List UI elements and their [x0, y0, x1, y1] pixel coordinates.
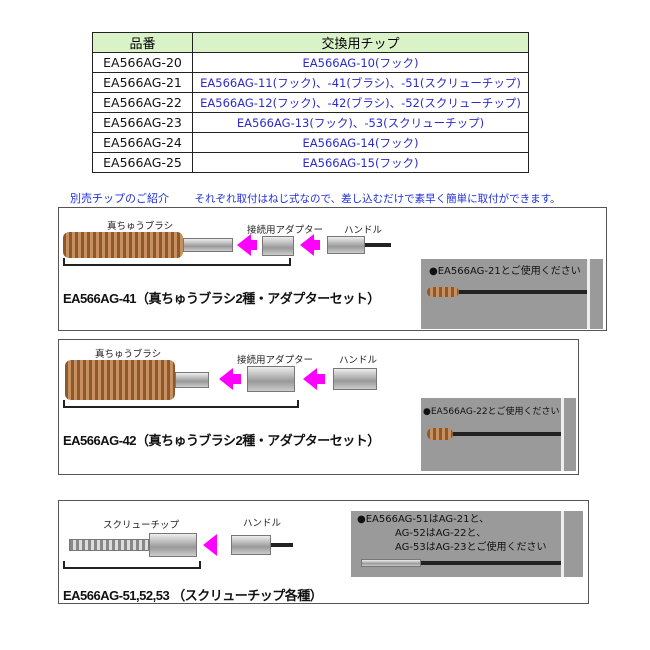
brush-set-41-panel: 真ちゅうブラシ 接続用アダプター ハンドル EA566AG-41（真ちゅうブラシ…	[58, 207, 607, 331]
intro-text: それぞれ取付はねじ式なので、差し込むだけで素早く簡単に取付ができます。	[194, 193, 561, 205]
bracket	[63, 400, 299, 408]
adapter-image	[262, 236, 294, 256]
bracket	[63, 258, 291, 266]
brass-brush-image	[63, 232, 183, 258]
usage-note-line-1: ●EA566AG-51はAG-21と、	[357, 514, 490, 525]
pink-arrow-icon	[237, 234, 251, 256]
header-replacement-tip: 交換用チップ	[192, 32, 529, 53]
part-number: EA566AG-23	[92, 112, 193, 133]
replacement-tips: EA566AG-12(フック)、-42(ブラシ)、-52(スクリューチップ)	[192, 92, 529, 113]
part-number: EA566AG-21	[92, 72, 193, 93]
model-name: EA566AG-42（真ちゅうブラシ2種・アダプターセット）	[63, 433, 380, 448]
model-name: EA566AG-41（真ちゅうブラシ2種・アダプターセット）	[63, 291, 380, 306]
brush-label: 真ちゅうブラシ	[107, 221, 174, 232]
cable-image	[459, 290, 589, 294]
brush-image	[427, 428, 453, 440]
usage-note-line-3: AG-53はAG-23とご使用ください	[395, 542, 547, 553]
pink-arrow-bar	[315, 374, 325, 384]
screw-tip-label: スクリューチップ	[103, 520, 180, 531]
usage-note-line-2: AG-52はAG-22と、	[395, 528, 487, 539]
brush-shaft-image	[175, 372, 209, 388]
pink-arrow-icon	[303, 368, 317, 390]
replacement-tips: EA566AG-11(フック)、-41(ブラシ)、-51(スクリューチップ)	[192, 72, 529, 93]
part-number: EA566AG-25	[92, 152, 193, 173]
pink-arrow-icon	[203, 534, 217, 556]
usage-photo: ●EA566AG-21とご使用ください	[421, 259, 603, 329]
replacement-tips: EA566AG-14(フック)	[192, 132, 529, 153]
pink-arrow-bar	[312, 240, 320, 250]
usage-photo: ●EA566AG-51はAG-21と、 AG-52はAG-22と、 AG-53は…	[351, 511, 583, 577]
t-handle-image	[561, 511, 564, 577]
brush-shaft-image	[183, 238, 233, 252]
adapter-label: 接続用アダプター	[237, 355, 314, 366]
usage-note: ●EA566AG-22とご使用ください	[423, 407, 560, 417]
intro: 別売チップのご紹介 それぞれ取付はねじ式なので、差し込むだけで素早く簡単に取付が…	[70, 190, 561, 206]
t-handle-image	[587, 259, 590, 329]
handle-cable-image	[271, 543, 293, 547]
replacement-tips: EA566AG-10(フック)	[192, 52, 529, 73]
screw-tip-panel: スクリューチップ ハンドル EA566AG-51,52,53 （スクリューチップ…	[58, 500, 589, 604]
adapter-label: 接続用アダプター	[247, 225, 324, 236]
handle-end-image	[327, 236, 365, 254]
handle-end-image	[231, 535, 271, 555]
screw-tip-image	[361, 559, 421, 567]
part-number: EA566AG-24	[92, 132, 193, 153]
brush-label: 真ちゅうブラシ	[95, 349, 162, 360]
model-name: EA566AG-51,52,53 （スクリューチップ各種）	[63, 588, 323, 603]
intro-title: 別売チップのご紹介	[70, 192, 169, 205]
brush-set-42-panel: 真ちゅうブラシ 接続用アダプター ハンドル EA566AG-42（真ちゅうブラシ…	[58, 339, 579, 475]
brass-brush-image	[65, 360, 175, 400]
t-handle-image	[561, 398, 564, 471]
part-number: EA566AG-22	[92, 92, 193, 113]
screw-tip-body-image	[149, 533, 197, 557]
adapter-image	[247, 366, 295, 392]
pink-arrow-icon	[300, 234, 314, 256]
handle-label: ハンドル	[339, 355, 378, 366]
usage-note: ●EA566AG-21とご使用ください	[429, 266, 581, 277]
pink-arrow-bar	[231, 374, 241, 384]
replacement-tips: EA566AG-13(フック)、-53(スクリューチップ)	[192, 112, 529, 133]
pink-arrow-bar	[249, 240, 257, 250]
usage-photo: ●EA566AG-22とご使用ください	[421, 398, 576, 471]
header-part-number: 品番	[92, 32, 193, 53]
pink-arrow-icon	[219, 368, 233, 390]
handle-label: ハンドル	[344, 225, 383, 236]
part-number: EA566AG-20	[92, 52, 193, 73]
replacement-tips: EA566AG-15(フック)	[192, 152, 529, 173]
screw-tip-image	[69, 539, 149, 551]
brush-image	[427, 287, 459, 297]
handle-label: ハンドル	[243, 518, 282, 529]
handle-cable-image	[365, 243, 391, 247]
table-header-row: 品番 交換用チップ	[92, 32, 529, 53]
handle-end-image	[333, 368, 377, 390]
bracket	[63, 561, 201, 569]
cable-image	[453, 432, 561, 436]
cable-image	[421, 561, 561, 565]
